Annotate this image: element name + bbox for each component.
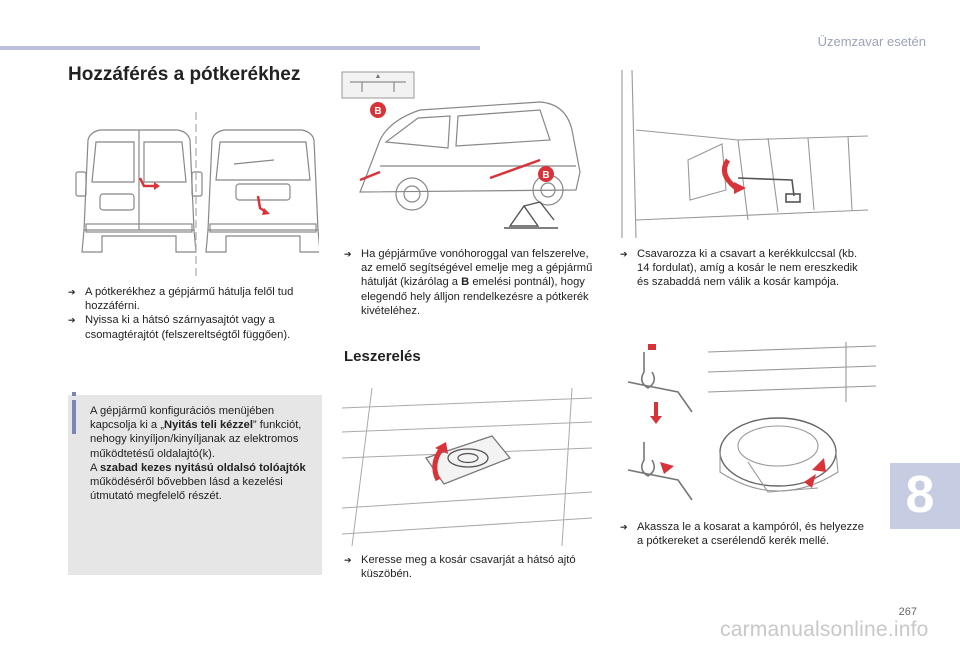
figure-rear-doors xyxy=(75,112,319,277)
page-number: 267 xyxy=(898,606,917,618)
right-bullet-unscrew: ➔Csavarozza ki a csavart a kerékkulccsal… xyxy=(620,247,872,290)
arrow-bullet-icon: ➔ xyxy=(620,522,628,532)
svg-text:B: B xyxy=(542,170,549,181)
arrow-bullet-icon: ➔ xyxy=(620,249,628,259)
section-subtitle: Leszerelés xyxy=(344,348,421,365)
chapter-tab: 8 xyxy=(890,463,960,529)
middle-bullet-find: ➔Keresse meg a kosár csavarját a hátsó a… xyxy=(344,553,596,581)
figure-van-jack: ▲ B B xyxy=(341,71,581,229)
list-item: ➔A pótkerékhez a gépjármű hátulja felől … xyxy=(68,286,294,313)
arrow-bullet-icon: ➔ xyxy=(344,249,352,259)
figure-spare-wheel xyxy=(708,342,876,493)
list-item: ➔Keresse meg a kosár csavarját a hátsó a… xyxy=(344,554,576,581)
arrow-bullet-icon: ➔ xyxy=(344,555,352,565)
left-bullets: ➔A pótkerékhez a gépjármű hátulja felől … xyxy=(68,285,320,342)
info-box: A gépjármű konfigurációs menüjében kapcs… xyxy=(68,392,322,575)
watermark: carmanualsonline.info xyxy=(720,618,929,641)
page-title: Hozzáférés a pótkerékhez xyxy=(68,64,301,85)
middle-bullet-jack: ➔Ha gépjárműve vonóhoroggal van felszere… xyxy=(344,247,596,318)
list-item: ➔Akassza le a kosarat a kampóról, és hel… xyxy=(620,521,864,548)
chapter-number: 8 xyxy=(905,466,935,524)
figure-unscrew-wrench xyxy=(621,70,869,238)
list-item: ➔Csavarozza ki a csavart a kerékkulccsal… xyxy=(620,248,858,289)
section-title: Üzemzavar esetén xyxy=(817,34,926,49)
figure-basket-hook xyxy=(627,344,693,501)
info-i-icon xyxy=(72,392,76,396)
svg-text:B: B xyxy=(374,106,381,117)
info-text: A gépjármű konfigurációs menüjében kapcs… xyxy=(90,405,306,503)
arrow-bullet-icon: ➔ xyxy=(68,315,76,326)
right-bullet-unhook: ➔Akassza le a kosarat a kampóról, és hel… xyxy=(620,520,872,548)
list-item: ➔Nyissa ki a hátsó szárnyasajtót vagy a … xyxy=(68,314,291,341)
header-rule xyxy=(0,46,480,50)
info-bar xyxy=(72,400,76,434)
svg-text:▲: ▲ xyxy=(375,73,382,80)
figure-basket-screw xyxy=(342,388,592,546)
list-item: ➔Ha gépjárműve vonóhoroggal van felszere… xyxy=(344,248,593,317)
arrow-bullet-icon: ➔ xyxy=(68,287,76,297)
